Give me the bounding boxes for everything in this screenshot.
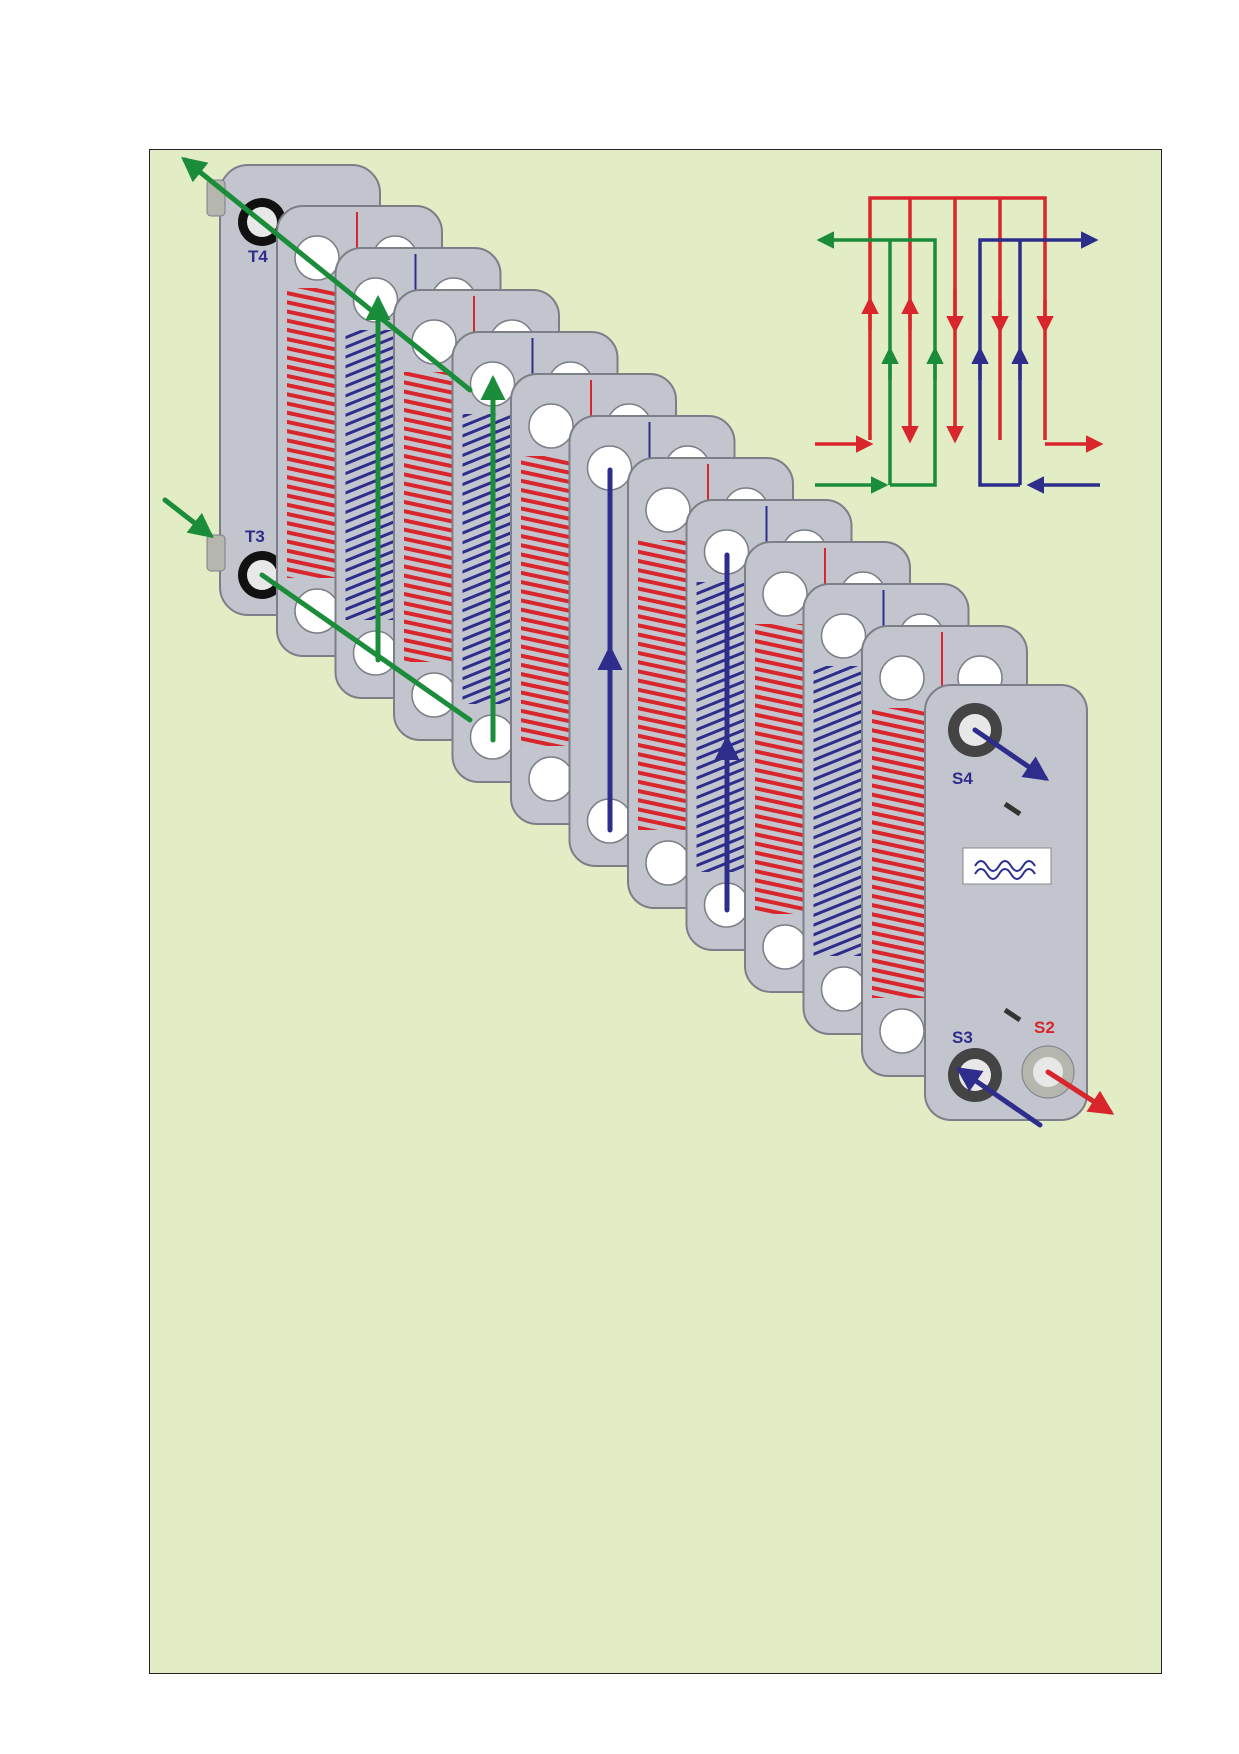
port-label-t4: T4 (248, 247, 268, 266)
port-label-t3: T3 (245, 527, 265, 546)
frame-plate-front (924, 684, 1088, 1121)
green-inlet-arrow (162, 497, 214, 539)
flow-arrows (162, 156, 1115, 1128)
green-lower-channel (259, 572, 473, 723)
port-label-s2: S2 (1034, 1018, 1055, 1037)
alfa-laval-logo (962, 847, 1052, 885)
blue-outlet-arrow (972, 727, 1050, 781)
port-label-s4: S4 (952, 769, 973, 788)
flow-schematic (815, 196, 1104, 494)
green-outlet-arrow (181, 156, 265, 225)
blue-inlet-arrow (955, 1067, 1043, 1128)
red-outlet-arrow (1045, 1069, 1115, 1115)
plate-stack (276, 205, 1028, 1077)
port-label-s3: S3 (952, 1028, 973, 1047)
